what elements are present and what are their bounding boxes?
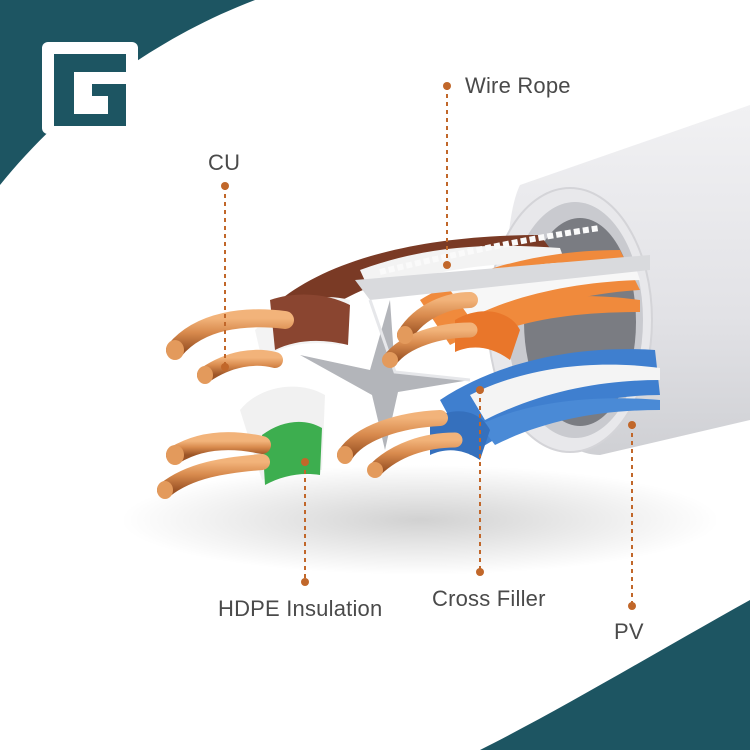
logo-mark	[42, 42, 138, 134]
label-pv: PV	[614, 619, 644, 644]
label-wire-rope: Wire Rope	[465, 73, 571, 98]
pv-target	[628, 421, 636, 429]
pv-marker	[628, 602, 636, 610]
label-cu: CU	[208, 150, 241, 175]
label-cross-filler: Cross Filler	[432, 586, 546, 611]
cu-target	[221, 363, 229, 371]
cross-filler	[300, 255, 650, 450]
cable-shadow	[120, 465, 720, 575]
cross-filler-target	[476, 386, 484, 394]
wire-rope-target	[443, 261, 451, 269]
wire-rope	[379, 225, 601, 275]
cross-filler-marker	[476, 568, 484, 576]
cu-marker	[221, 182, 229, 190]
hdpe-target	[301, 458, 309, 466]
hdpe-marker	[301, 578, 309, 586]
conductor-tips	[157, 326, 413, 499]
bottom-right-teal-swoosh	[480, 600, 750, 750]
wire-rope-marker	[443, 82, 451, 90]
callout-dots	[221, 82, 636, 610]
logo-wordmark: CABLING	[47, 138, 133, 156]
callout-leaders	[224, 86, 633, 606]
label-hdpe-insulation: HDPE Insulation	[218, 596, 383, 621]
